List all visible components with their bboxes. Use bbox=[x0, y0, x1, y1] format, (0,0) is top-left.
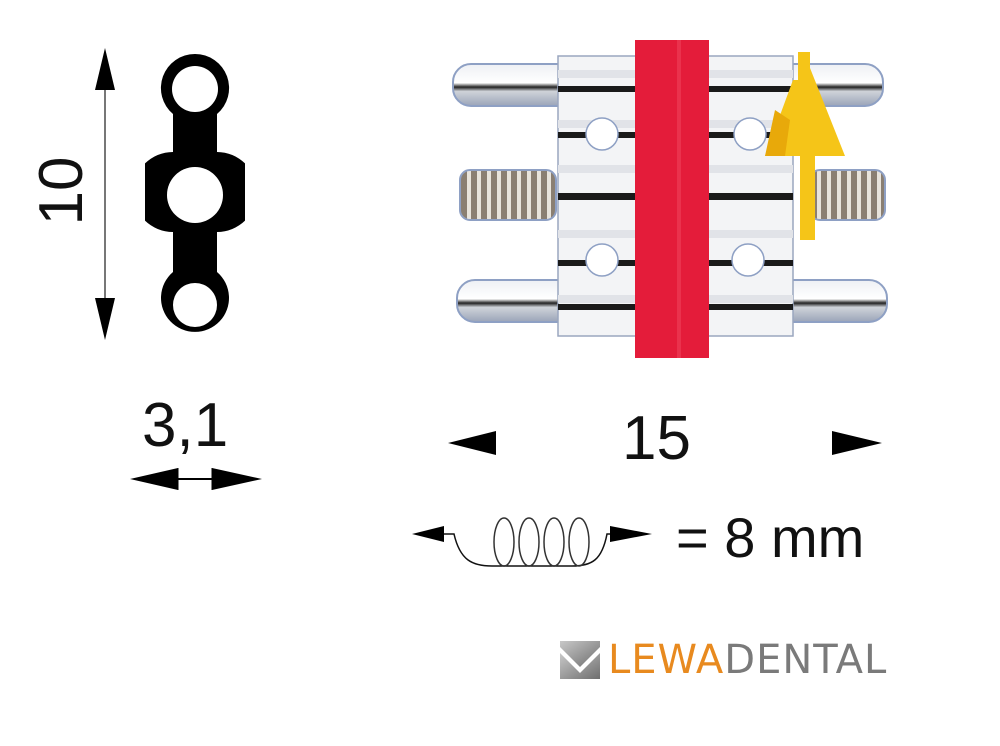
right-arrowhead-icon bbox=[832, 431, 882, 455]
plate-diagram bbox=[145, 53, 245, 332]
expansion-label: = 8 mm bbox=[676, 506, 865, 569]
screw-length-label: 15 bbox=[622, 404, 691, 473]
spring-icon bbox=[412, 517, 652, 567]
logo-chevron-icon bbox=[560, 641, 600, 679]
plate-width-label: 3,1 bbox=[142, 391, 229, 460]
vertical-dimension-arrow bbox=[95, 48, 115, 340]
logo-text-lewa: LEWA bbox=[608, 637, 725, 683]
plate-height-label: 10 bbox=[27, 156, 96, 226]
expansion-screw-diagram bbox=[452, 40, 888, 358]
horizontal-dimension-arrow bbox=[130, 468, 262, 490]
logo-text-dental: DENTAL bbox=[724, 637, 888, 683]
lewadental-logo: LEWA DENTAL bbox=[560, 638, 887, 682]
left-arrowhead-icon bbox=[448, 431, 496, 455]
